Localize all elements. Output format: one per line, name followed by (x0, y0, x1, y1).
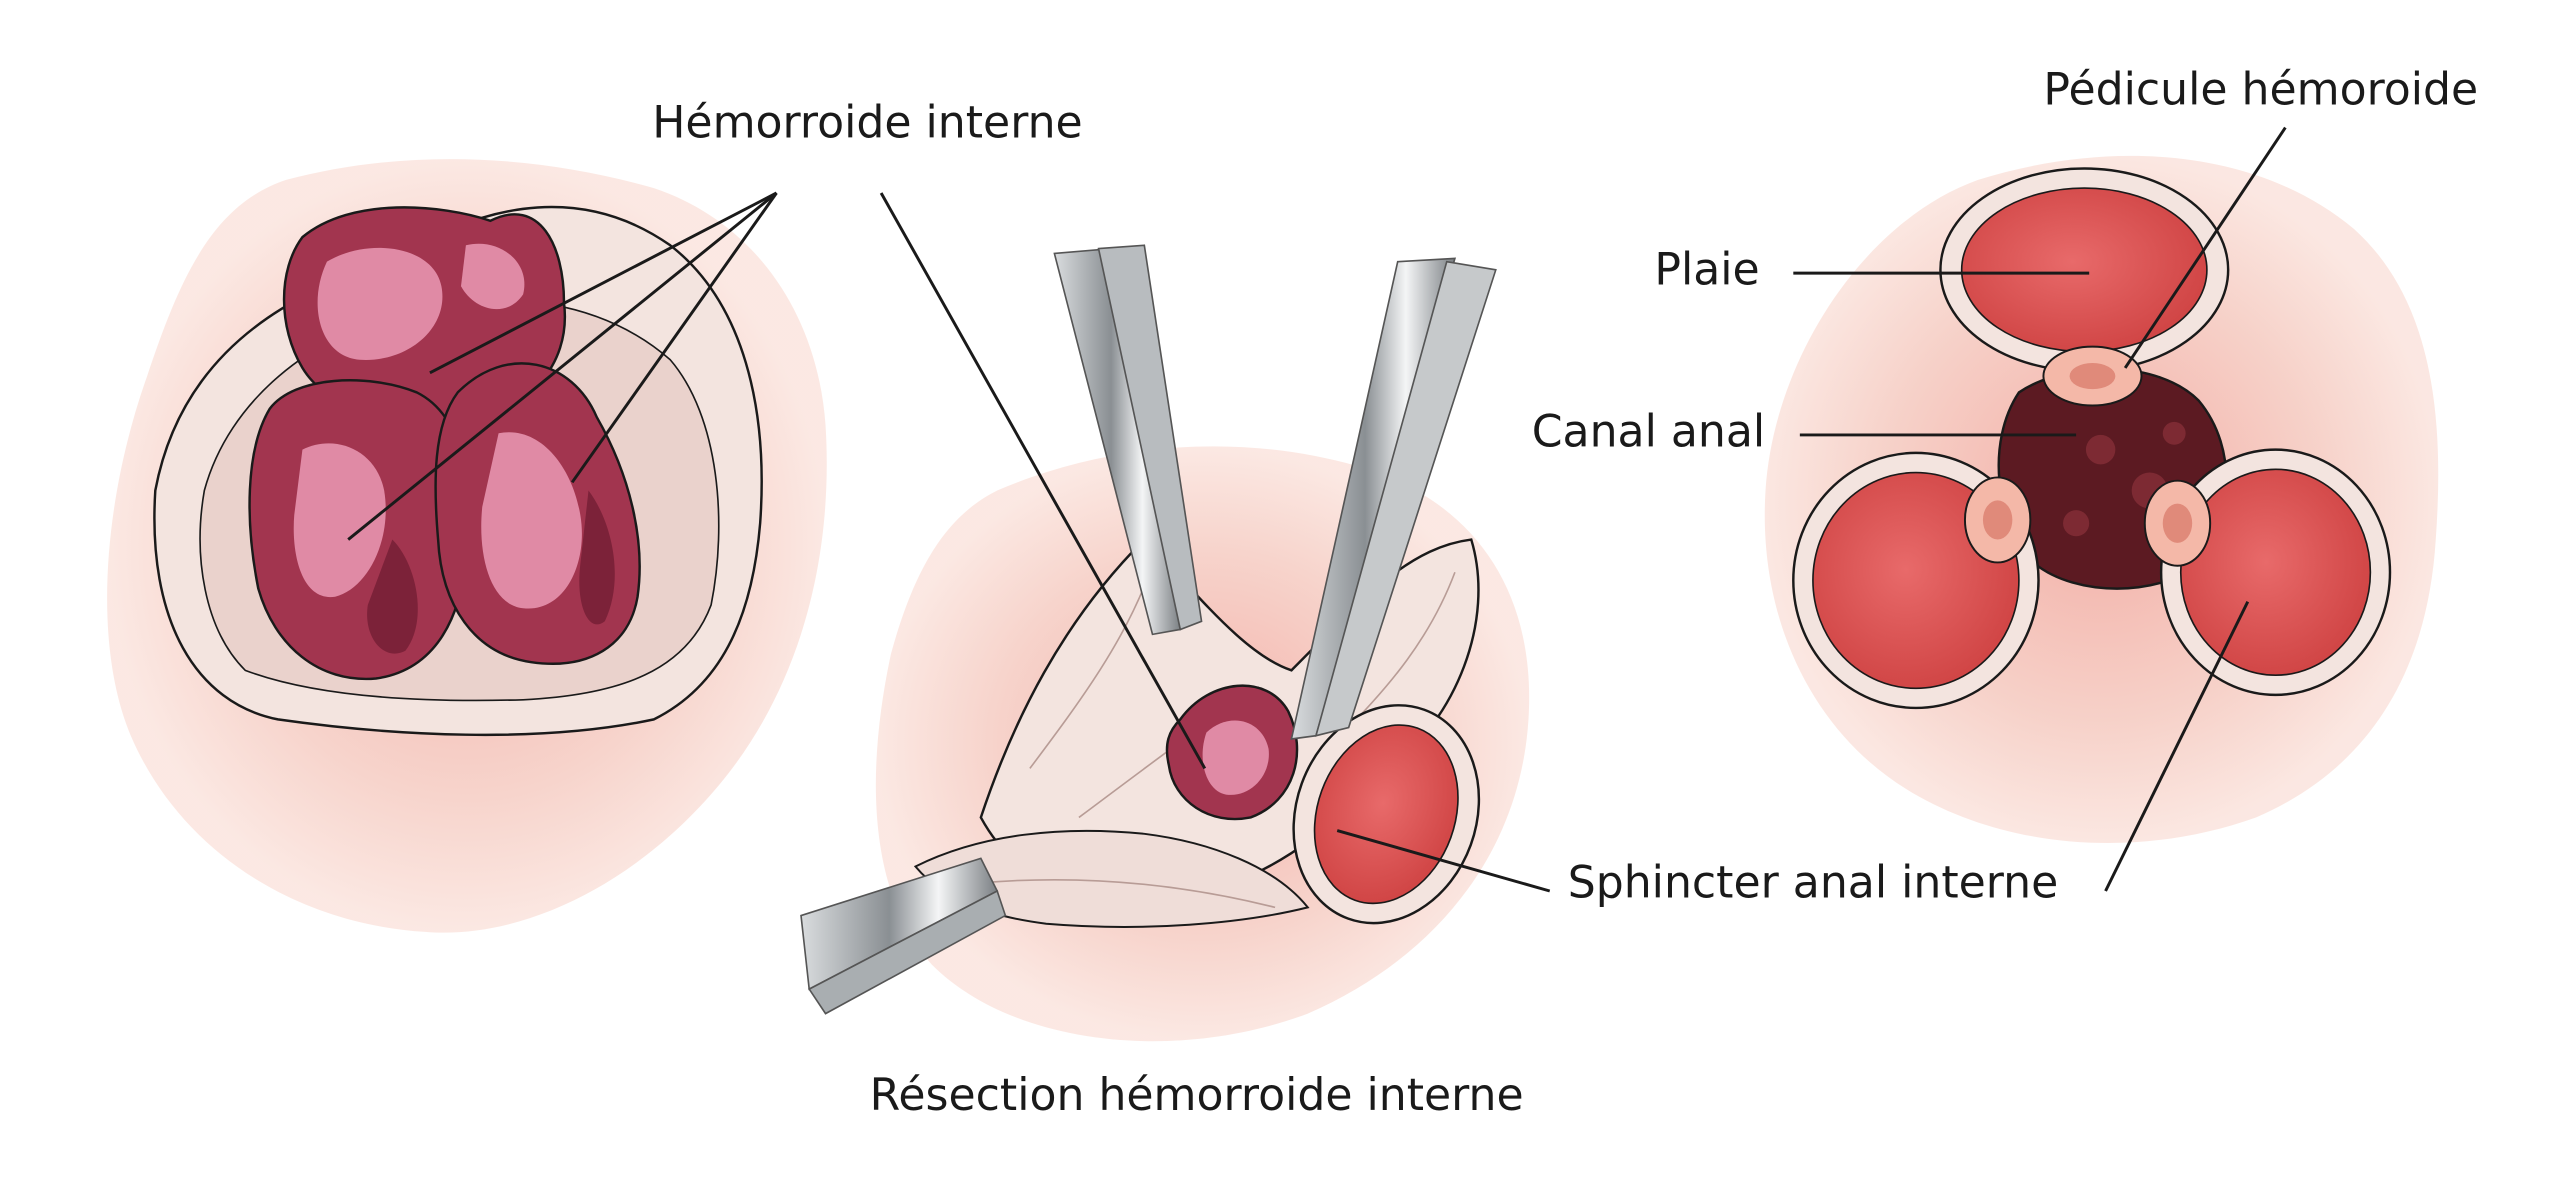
hemorrhoid-highlight (460, 243, 525, 310)
leader-line (879, 192, 1207, 770)
leader-line (1336, 829, 1551, 893)
sphincter-wound (1313, 724, 1459, 905)
label-wound: Plaie (1654, 245, 1759, 296)
pedicle-right-core (2162, 503, 2193, 543)
leader-lines (347, 126, 2287, 893)
wound-top (1960, 187, 2208, 353)
center-panel-resection (800, 244, 1530, 1042)
canal-texture (2162, 421, 2186, 445)
hemorrhoid-shadow (579, 490, 615, 625)
leader-line (429, 191, 778, 375)
forceps-bottom (800, 857, 1007, 1015)
canal-texture (2063, 510, 2090, 537)
left-panel-hemorrhoids (107, 159, 827, 933)
leader-line (2123, 126, 2287, 369)
pedicle-top-core (2069, 363, 2116, 390)
mucosa-tail (913, 829, 1310, 928)
leader-line (570, 192, 778, 484)
hemorrhoid-shadow (367, 539, 418, 654)
forceps-right (1290, 257, 1497, 740)
pedicle-left-core (1982, 500, 2013, 540)
right-panel-wounds (1764, 155, 2439, 844)
leader-line (347, 191, 778, 541)
leader-line (2104, 601, 2250, 892)
label-hemorrhoid-pedicle: Pédicule hémoroide (2043, 65, 2478, 116)
hemorrhoid-highlight (481, 432, 582, 609)
canal-texture (2085, 434, 2116, 465)
caption-resection: Résection hémorroide interne (870, 1070, 1524, 1121)
label-internal-anal-sphincter: Sphincter anal interne (1568, 858, 2059, 909)
label-anal-canal: Canal anal (1532, 406, 1765, 457)
hemorrhoid-highlight (317, 247, 443, 360)
wound-right (2179, 468, 2372, 677)
excised-hemorrhoid-highlight (1202, 720, 1269, 795)
mucosa-fold-line (980, 879, 1276, 909)
hemorrhoid-highlight (293, 443, 386, 598)
forceps-left (1053, 244, 1203, 636)
label-internal-hemorrhoid: Hémorroide interne (652, 97, 1082, 148)
